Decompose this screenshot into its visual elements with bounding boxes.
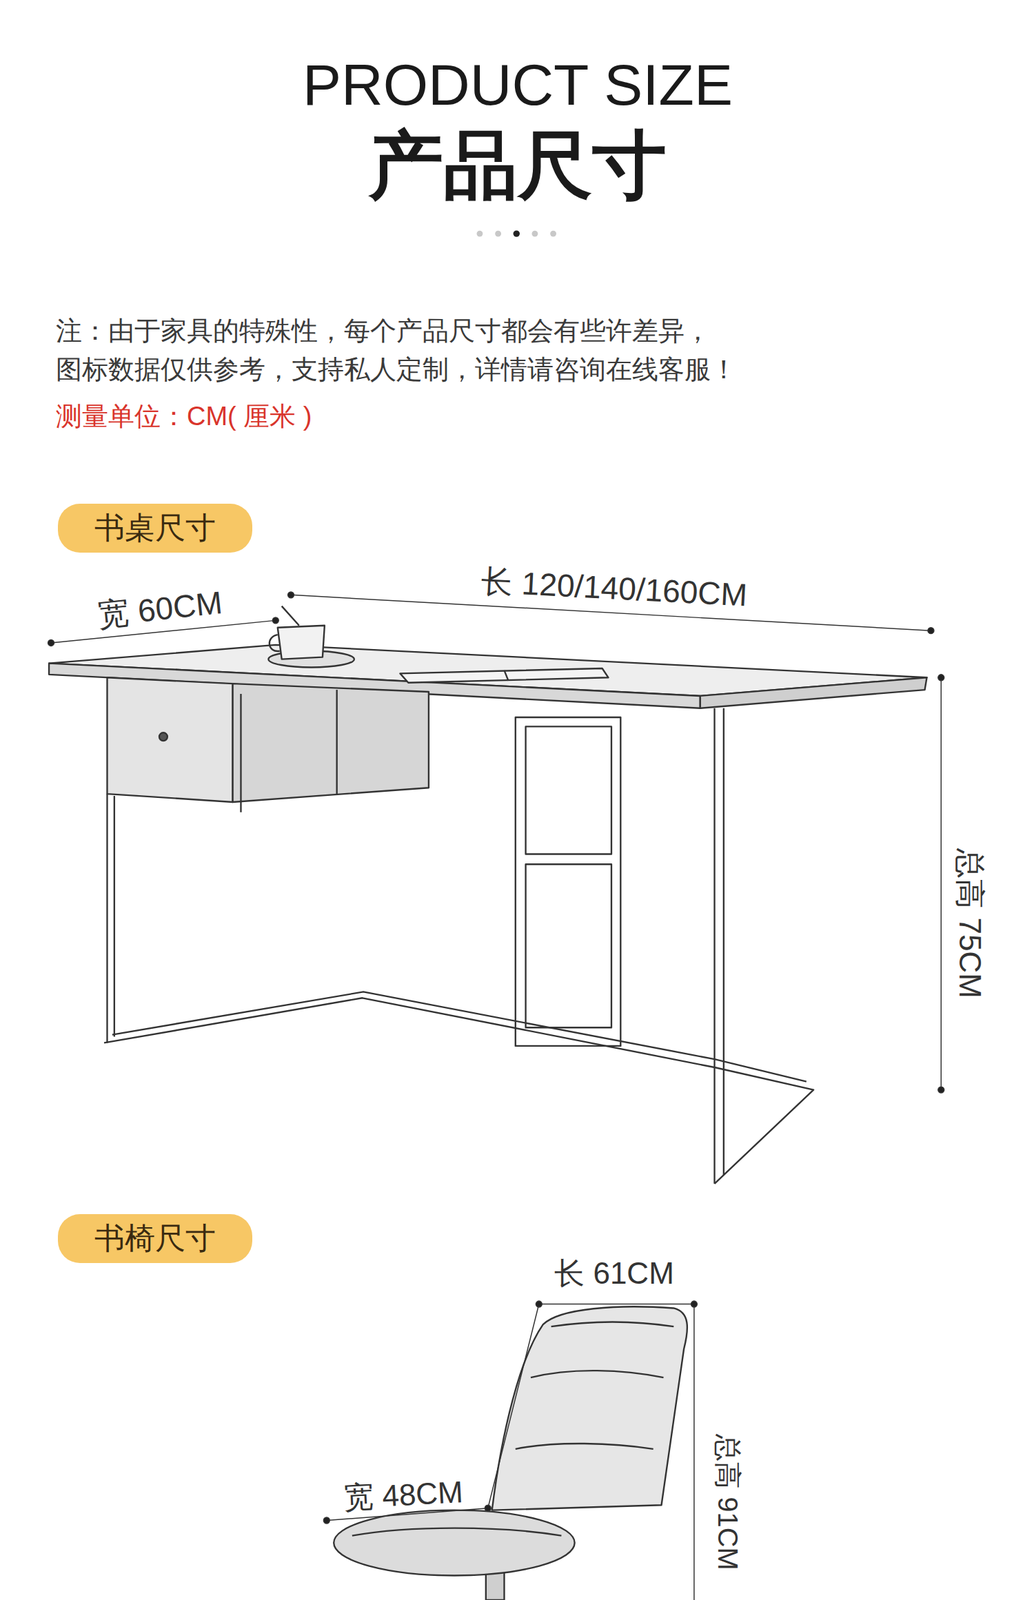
desk-drawing (525, 864, 612, 1028)
chair-dimension-lines (323, 1517, 330, 1525)
desk-drawing (700, 677, 928, 708)
chair-dimension-lines (484, 1505, 491, 1512)
dimension-lines (938, 674, 945, 682)
page-title: PRODUCT SIZE (302, 50, 733, 120)
desk-drawing (106, 794, 108, 1043)
desk-drawing (112, 991, 807, 1082)
dimension-label: 宽 48CM (342, 1474, 464, 1518)
desk-drawing (239, 694, 242, 813)
dimension-lines (48, 592, 945, 1094)
desk-drawing (723, 708, 725, 1177)
section-badge: 书桌尺寸 (57, 503, 253, 553)
desk-drawing (503, 670, 509, 682)
desk-drawing (335, 690, 338, 795)
carousel-dots (494, 230, 502, 238)
carousel-dots (550, 230, 557, 238)
badge-text: 书桌尺寸 (94, 508, 216, 549)
dimension-lines (940, 677, 942, 1090)
chair-dimension-lines (690, 1301, 697, 1308)
dimension-label: 长 61CM (554, 1255, 675, 1293)
unit-note: 测量单位：CM( 厘米 ) (55, 401, 313, 433)
chair-drawing (352, 1528, 562, 1537)
dimension-label: 总高 91CM (711, 1434, 745, 1571)
desk-drawing (281, 606, 300, 626)
dimension-lines (272, 617, 279, 624)
chair-dimension-lines (323, 1301, 697, 1600)
desk-drawing (269, 634, 280, 652)
dimension-lines (938, 1087, 945, 1094)
chair-dimension-lines (535, 1301, 542, 1308)
desk-drawing (515, 717, 622, 1047)
chair-drawing (333, 1306, 688, 1600)
desk-drawing (399, 668, 608, 684)
desk-drawing (106, 677, 233, 803)
desk-drawing (713, 708, 715, 1185)
carousel-dots (477, 230, 557, 237)
chair-drawing (551, 1322, 675, 1327)
desk-drawing (232, 683, 429, 803)
desk-drawing (525, 726, 612, 855)
dimension-lines (288, 592, 295, 599)
dimension-lines (927, 627, 935, 635)
desk-drawing (113, 796, 116, 1037)
desk-drawing (48, 606, 927, 1185)
dimension-label: 长 120/140/160CM (480, 562, 748, 615)
chair-drawing (333, 1511, 575, 1577)
carousel-dots (513, 230, 520, 237)
badge-text: 书椅尺寸 (94, 1218, 216, 1260)
desk-drawing (104, 998, 814, 1185)
chair-dimension-lines (488, 1304, 540, 1509)
dimension-label: 宽 60CM (95, 583, 225, 635)
title-chinese: 产品尺寸 (368, 120, 667, 211)
chair-drawing (515, 1444, 654, 1450)
dimension-label: 总高 75CM (951, 848, 989, 999)
chair-drawing (492, 1306, 688, 1511)
note-text: 注：由于家具的特殊性，每个产品尺寸都会有些许差异， 图标数据仅供参考，支持私人定… (55, 311, 925, 389)
chair-dimension-lines (539, 1304, 695, 1305)
chair-dimension-lines (693, 1304, 695, 1600)
carousel-dots (531, 230, 538, 238)
carousel-dots (477, 230, 484, 238)
desk-drawing (159, 732, 168, 742)
section-badge: 书椅尺寸 (57, 1214, 253, 1264)
desk-drawing (277, 625, 325, 660)
dimension-lines (48, 640, 55, 647)
chair-drawing (530, 1371, 664, 1378)
